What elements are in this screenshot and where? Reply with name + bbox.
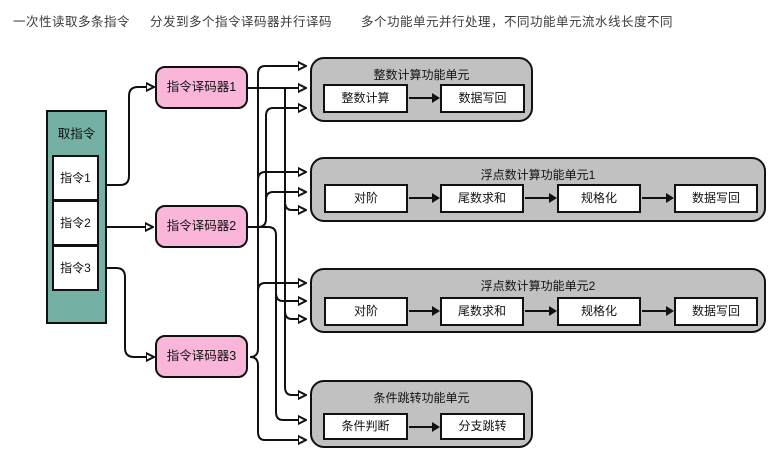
functional-unit-float-1: 浮点数计算功能单元1 对阶 尾数求和 规格化 数据写回 [310, 157, 766, 222]
unit-title: 整数计算功能单元 [373, 68, 470, 82]
unit-title: 条件跳转功能单元 [373, 391, 470, 405]
stage-box: 数据写回 [674, 184, 758, 213]
decoder-2: 指令译码器2 [155, 205, 248, 248]
decoder-1: 指令译码器1 [155, 66, 248, 109]
stage-arrow [409, 306, 440, 316]
stage-box: 尾数求和 [440, 297, 524, 326]
fetch-unit-title: 取指令 [57, 127, 96, 141]
stage-box: 数据写回 [674, 297, 758, 326]
stage-box: 对阶 [324, 184, 408, 213]
stage-arrow [642, 193, 674, 203]
stage-box: 数据写回 [440, 84, 525, 113]
decoder-3: 指令译码器3 [155, 335, 248, 378]
annotation-decode: 分发到多个指令译码器并行译码 [150, 15, 333, 29]
unit-title: 浮点数计算功能单元2 [480, 279, 596, 293]
instruction-2: 指令2 [52, 200, 99, 246]
stage-box: 尾数求和 [440, 184, 524, 213]
stage-box: 条件判断 [323, 413, 408, 440]
functional-unit-integer: 整数计算功能单元 整数计算 数据写回 [310, 57, 533, 122]
stage-box: 规格化 [557, 184, 641, 213]
stage-arrow [642, 306, 674, 316]
stage-box: 分支跳转 [440, 413, 525, 440]
annotation-execute: 多个功能单元并行处理，不同功能单元流水线长度不同 [361, 15, 674, 29]
unit-title: 浮点数计算功能单元1 [480, 168, 596, 182]
stage-arrow [409, 193, 440, 203]
stage-box: 规格化 [557, 297, 641, 326]
instruction-1: 指令1 [52, 155, 99, 201]
stage-arrow [525, 193, 557, 203]
fetch-unit: 取指令 指令1 指令2 指令3 [46, 110, 107, 324]
functional-unit-branch: 条件跳转功能单元 条件判断 分支跳转 [310, 380, 533, 448]
stage-box: 对阶 [324, 297, 408, 326]
stage-arrow [409, 422, 440, 432]
stage-box: 整数计算 [323, 84, 408, 113]
stage-arrow [409, 93, 440, 103]
stage-arrow [525, 306, 557, 316]
instruction-3: 指令3 [52, 245, 99, 291]
functional-unit-float-2: 浮点数计算功能单元2 对阶 尾数求和 规格化 数据写回 [310, 268, 766, 333]
annotation-fetch: 一次性读取多条指令 [13, 15, 131, 29]
